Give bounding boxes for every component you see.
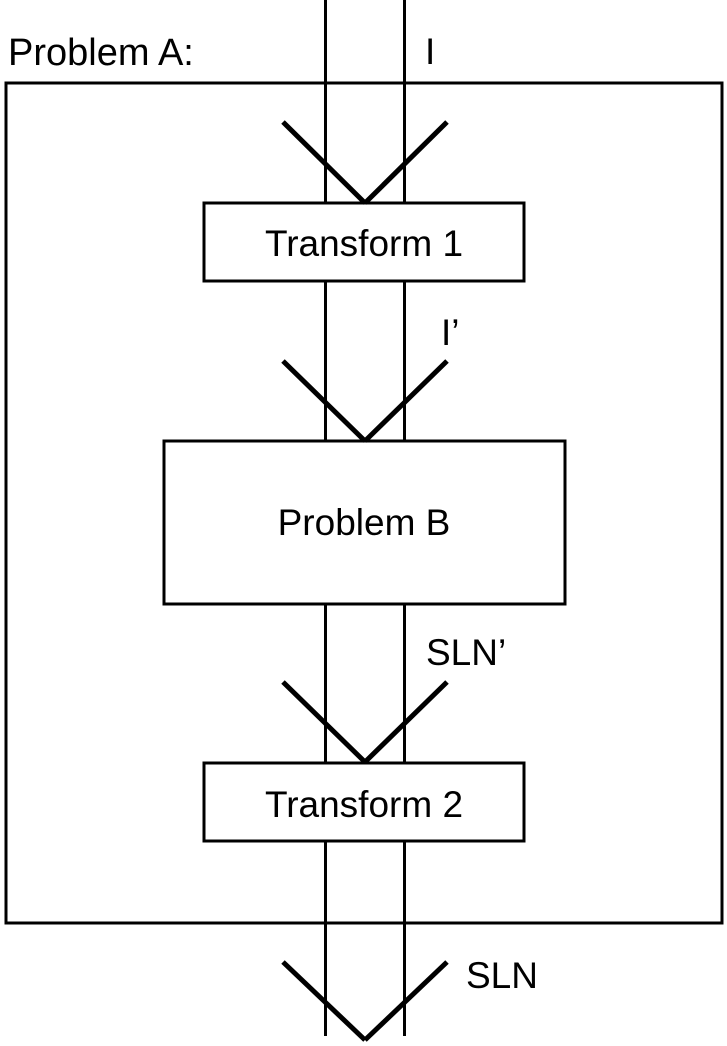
flow-label-input-i: I <box>425 31 435 72</box>
problem-a-label: Problem A: <box>8 32 194 74</box>
problem-b-box <box>162 439 567 606</box>
transform-2-box <box>202 761 526 843</box>
arrowhead-into-problem-b <box>281 359 449 443</box>
flow-label-i-prime: I’ <box>441 312 460 353</box>
transform-2-label: Transform 2 <box>265 784 463 825</box>
arrowhead-into-transform-2 <box>281 680 449 764</box>
arrowhead-output-sln <box>281 960 449 1042</box>
transform-1-box <box>202 201 526 283</box>
flow-label-sln-prime: SLN’ <box>426 632 506 673</box>
arrowhead-into-transform-1 <box>281 120 449 205</box>
problem-b-label: Problem B <box>278 502 451 543</box>
problem-a-container-box <box>4 81 724 925</box>
flow-label-sln: SLN <box>466 955 538 996</box>
transform-1-label: Transform 1 <box>265 223 463 264</box>
